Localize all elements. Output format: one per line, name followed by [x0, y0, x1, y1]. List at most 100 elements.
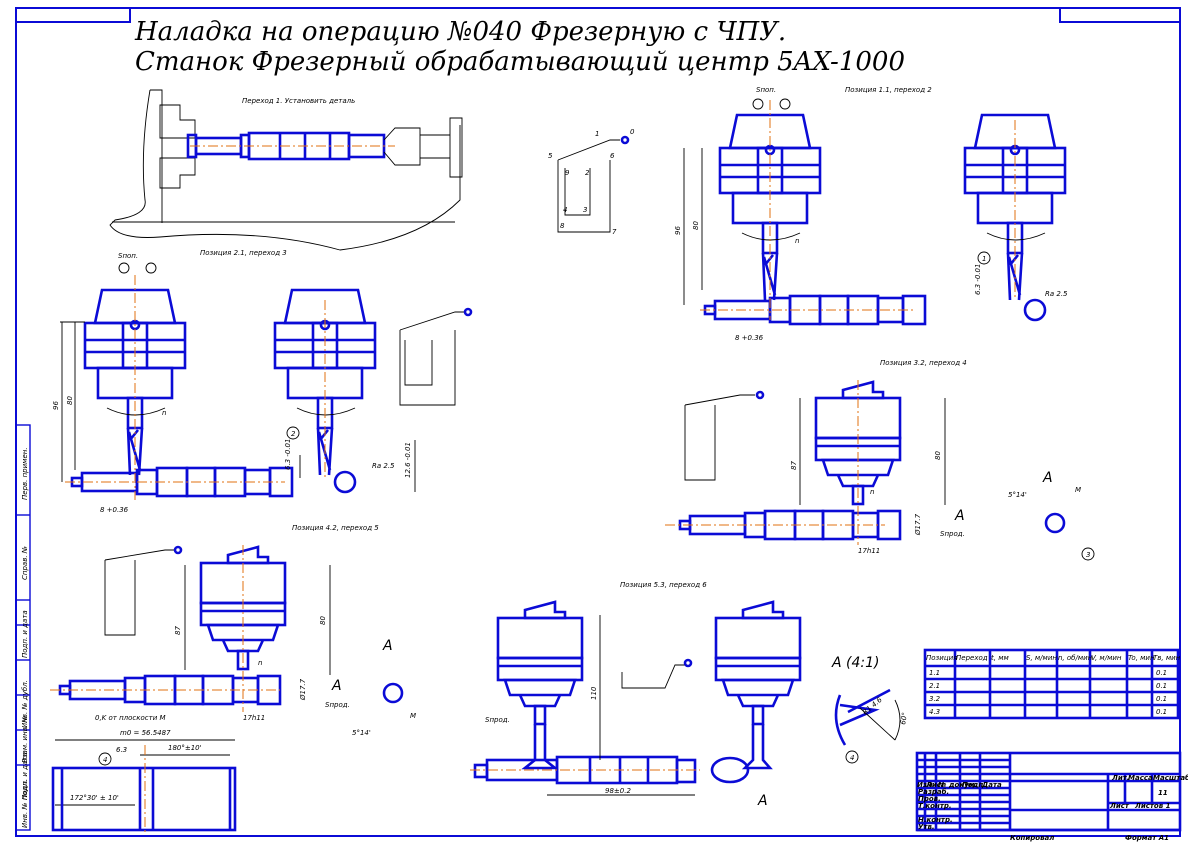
side-stamp-label: Подп. и дата: [21, 610, 29, 658]
table-header: n, об/мин: [1058, 654, 1093, 662]
detail-a-view: A (4:1) R1 4.6 60° 4: [831, 655, 909, 764]
angle-label: 5°14': [1008, 491, 1027, 499]
rotation-label: n: [870, 488, 874, 496]
drawing-title-line1: Наладка на операцию №040 Фрезерную с ЧПУ…: [134, 17, 786, 47]
view-marker: A: [757, 793, 768, 809]
dimension: Ø17.7: [299, 678, 307, 701]
tool-holder: [496, 600, 584, 726]
rotation-cw-icon: [145, 262, 157, 274]
dimension: 60°: [899, 712, 909, 726]
table-header: Tв, мин: [1153, 654, 1181, 662]
svg-text:5: 5: [548, 152, 553, 160]
workpiece-section: [710, 756, 750, 784]
side-stamp: Перв. примен. Справ. № Подп. и дата Инв.…: [15, 424, 31, 831]
plane-label: M: [1075, 486, 1081, 494]
setup-view: Переход 1. Установить деталь: [109, 89, 463, 251]
dimension: 80: [66, 396, 74, 405]
callout-mark: 1: [982, 255, 986, 263]
position-1-1-view: Позиция 1.1, переход 2 Sпоп. 96 80 8 +0.…: [674, 86, 1068, 342]
svg-text:8: 8: [560, 222, 565, 230]
table-cell: 0.1: [1156, 708, 1167, 716]
position-label: Позиция 4.2, переход 5: [292, 524, 379, 532]
top-stamp-right: [1059, 7, 1181, 23]
dimension: 87: [790, 461, 798, 470]
tb-role: Т.контр.: [918, 802, 952, 810]
callout-mark: 4: [103, 756, 107, 764]
dimension: 12.6 -0.01: [404, 442, 412, 478]
tb-label: Листов 1: [1134, 802, 1171, 810]
dimension: 80: [692, 221, 700, 230]
side-stamp-label: Инв. № дубл.: [21, 680, 29, 728]
note: 0,K от плоскости M: [95, 714, 166, 722]
tb-label: Масса: [1128, 774, 1153, 782]
view-marker: A: [1042, 470, 1053, 486]
tb-label: Лист: [1109, 802, 1130, 810]
tb-role: Н.контр.: [918, 816, 953, 824]
table-header: Переход: [956, 654, 988, 662]
section-view: [382, 682, 404, 704]
svg-text:9: 9: [565, 169, 570, 177]
svg-text:4: 4: [563, 206, 567, 214]
setup-label: Переход 1. Установить деталь: [242, 97, 355, 105]
svg-text:6: 6: [610, 152, 615, 160]
table-header: S, м/мин: [1026, 654, 1057, 662]
detail-label: A (4:1): [831, 655, 879, 671]
workpiece-section: [1023, 298, 1047, 322]
dimension: 80: [319, 616, 327, 625]
dimension: 180°±10': [168, 744, 202, 752]
side-stamp-label: Инв. № подл.: [21, 780, 29, 828]
svg-text:2: 2: [585, 169, 590, 177]
position-5-3-view: Позиция 5.3, переход 6 110 98±0.2 Sпрод.…: [470, 581, 802, 809]
feed-label: Sпрод.: [940, 530, 965, 538]
dimension: 17h11: [858, 547, 880, 555]
position-3-2-view: Позиция 3.2, переход 4 87 80 17h11 Ø17.7…: [665, 359, 1095, 561]
tb-role: Разраб.: [918, 788, 949, 796]
svg-text:3: 3: [583, 206, 587, 214]
side-stamp-label: Справ. №: [21, 546, 29, 580]
rotation-cw-icon: [779, 98, 791, 110]
table-cell: 3.2: [929, 695, 941, 703]
svg-text:7: 7: [612, 228, 617, 236]
table-cell: 4.3: [929, 708, 940, 716]
dimension: 172°30' ± 10': [70, 794, 119, 802]
tb-label: Масштаб: [1153, 774, 1188, 782]
tb-role: Утв.: [918, 823, 935, 831]
callout-mark: 3: [1086, 551, 1090, 559]
roughness-label: 6.3: [116, 746, 127, 754]
tb-label: Дата: [981, 781, 1002, 789]
position-4-2-view: Позиция 4.2, переход 5 87 80 17h11 Ø17.7…: [50, 524, 416, 737]
position-label: Позиция 5.3, переход 6: [620, 581, 707, 589]
tb-label: Подп.: [962, 781, 986, 789]
feed-label: Sпоп.: [756, 86, 776, 94]
table-cell: 0.1: [1156, 695, 1167, 703]
side-stamp-label: Подп. и дата: [21, 752, 29, 800]
table-cell: 1.1: [929, 669, 940, 677]
position-2-1-view: Позиция 2.1, переход 3 Sпоп. 96 80 8 +0.…: [52, 249, 416, 514]
position-label: Позиция 2.1, переход 3: [200, 249, 287, 257]
tb-label: № докум.: [937, 781, 977, 789]
tb-scale-value: 11: [1158, 789, 1168, 797]
position-label: Позиция 3.2, переход 4: [880, 359, 967, 367]
table-cell: 2.1: [929, 682, 940, 690]
table-cell: 0.1: [1156, 682, 1167, 690]
tb-label: Изм: [917, 781, 933, 789]
feed-label: Sпоп.: [118, 252, 138, 260]
note: m0 = 56.5487: [120, 729, 171, 737]
side-stamp-label: Перв. примен.: [21, 447, 29, 500]
angle-label: 5°14': [352, 729, 371, 737]
table-header: Позиция: [926, 654, 957, 662]
section-view: [1044, 512, 1066, 534]
position-label: Позиция 1.1, переход 2: [845, 86, 932, 94]
dimension: 96: [52, 401, 60, 410]
dimension: 8 +0.36: [100, 506, 129, 514]
feed-label: Sпрод.: [325, 701, 350, 709]
table-border: [923, 648, 1180, 720]
feed-label: Sпрод.: [485, 716, 510, 724]
rotation-label: n: [162, 409, 166, 417]
tb-label: Формат A1: [1125, 834, 1169, 842]
side-stamp-label: Взам. инв. №: [21, 715, 29, 763]
tb-label: Лит.: [1111, 774, 1129, 782]
